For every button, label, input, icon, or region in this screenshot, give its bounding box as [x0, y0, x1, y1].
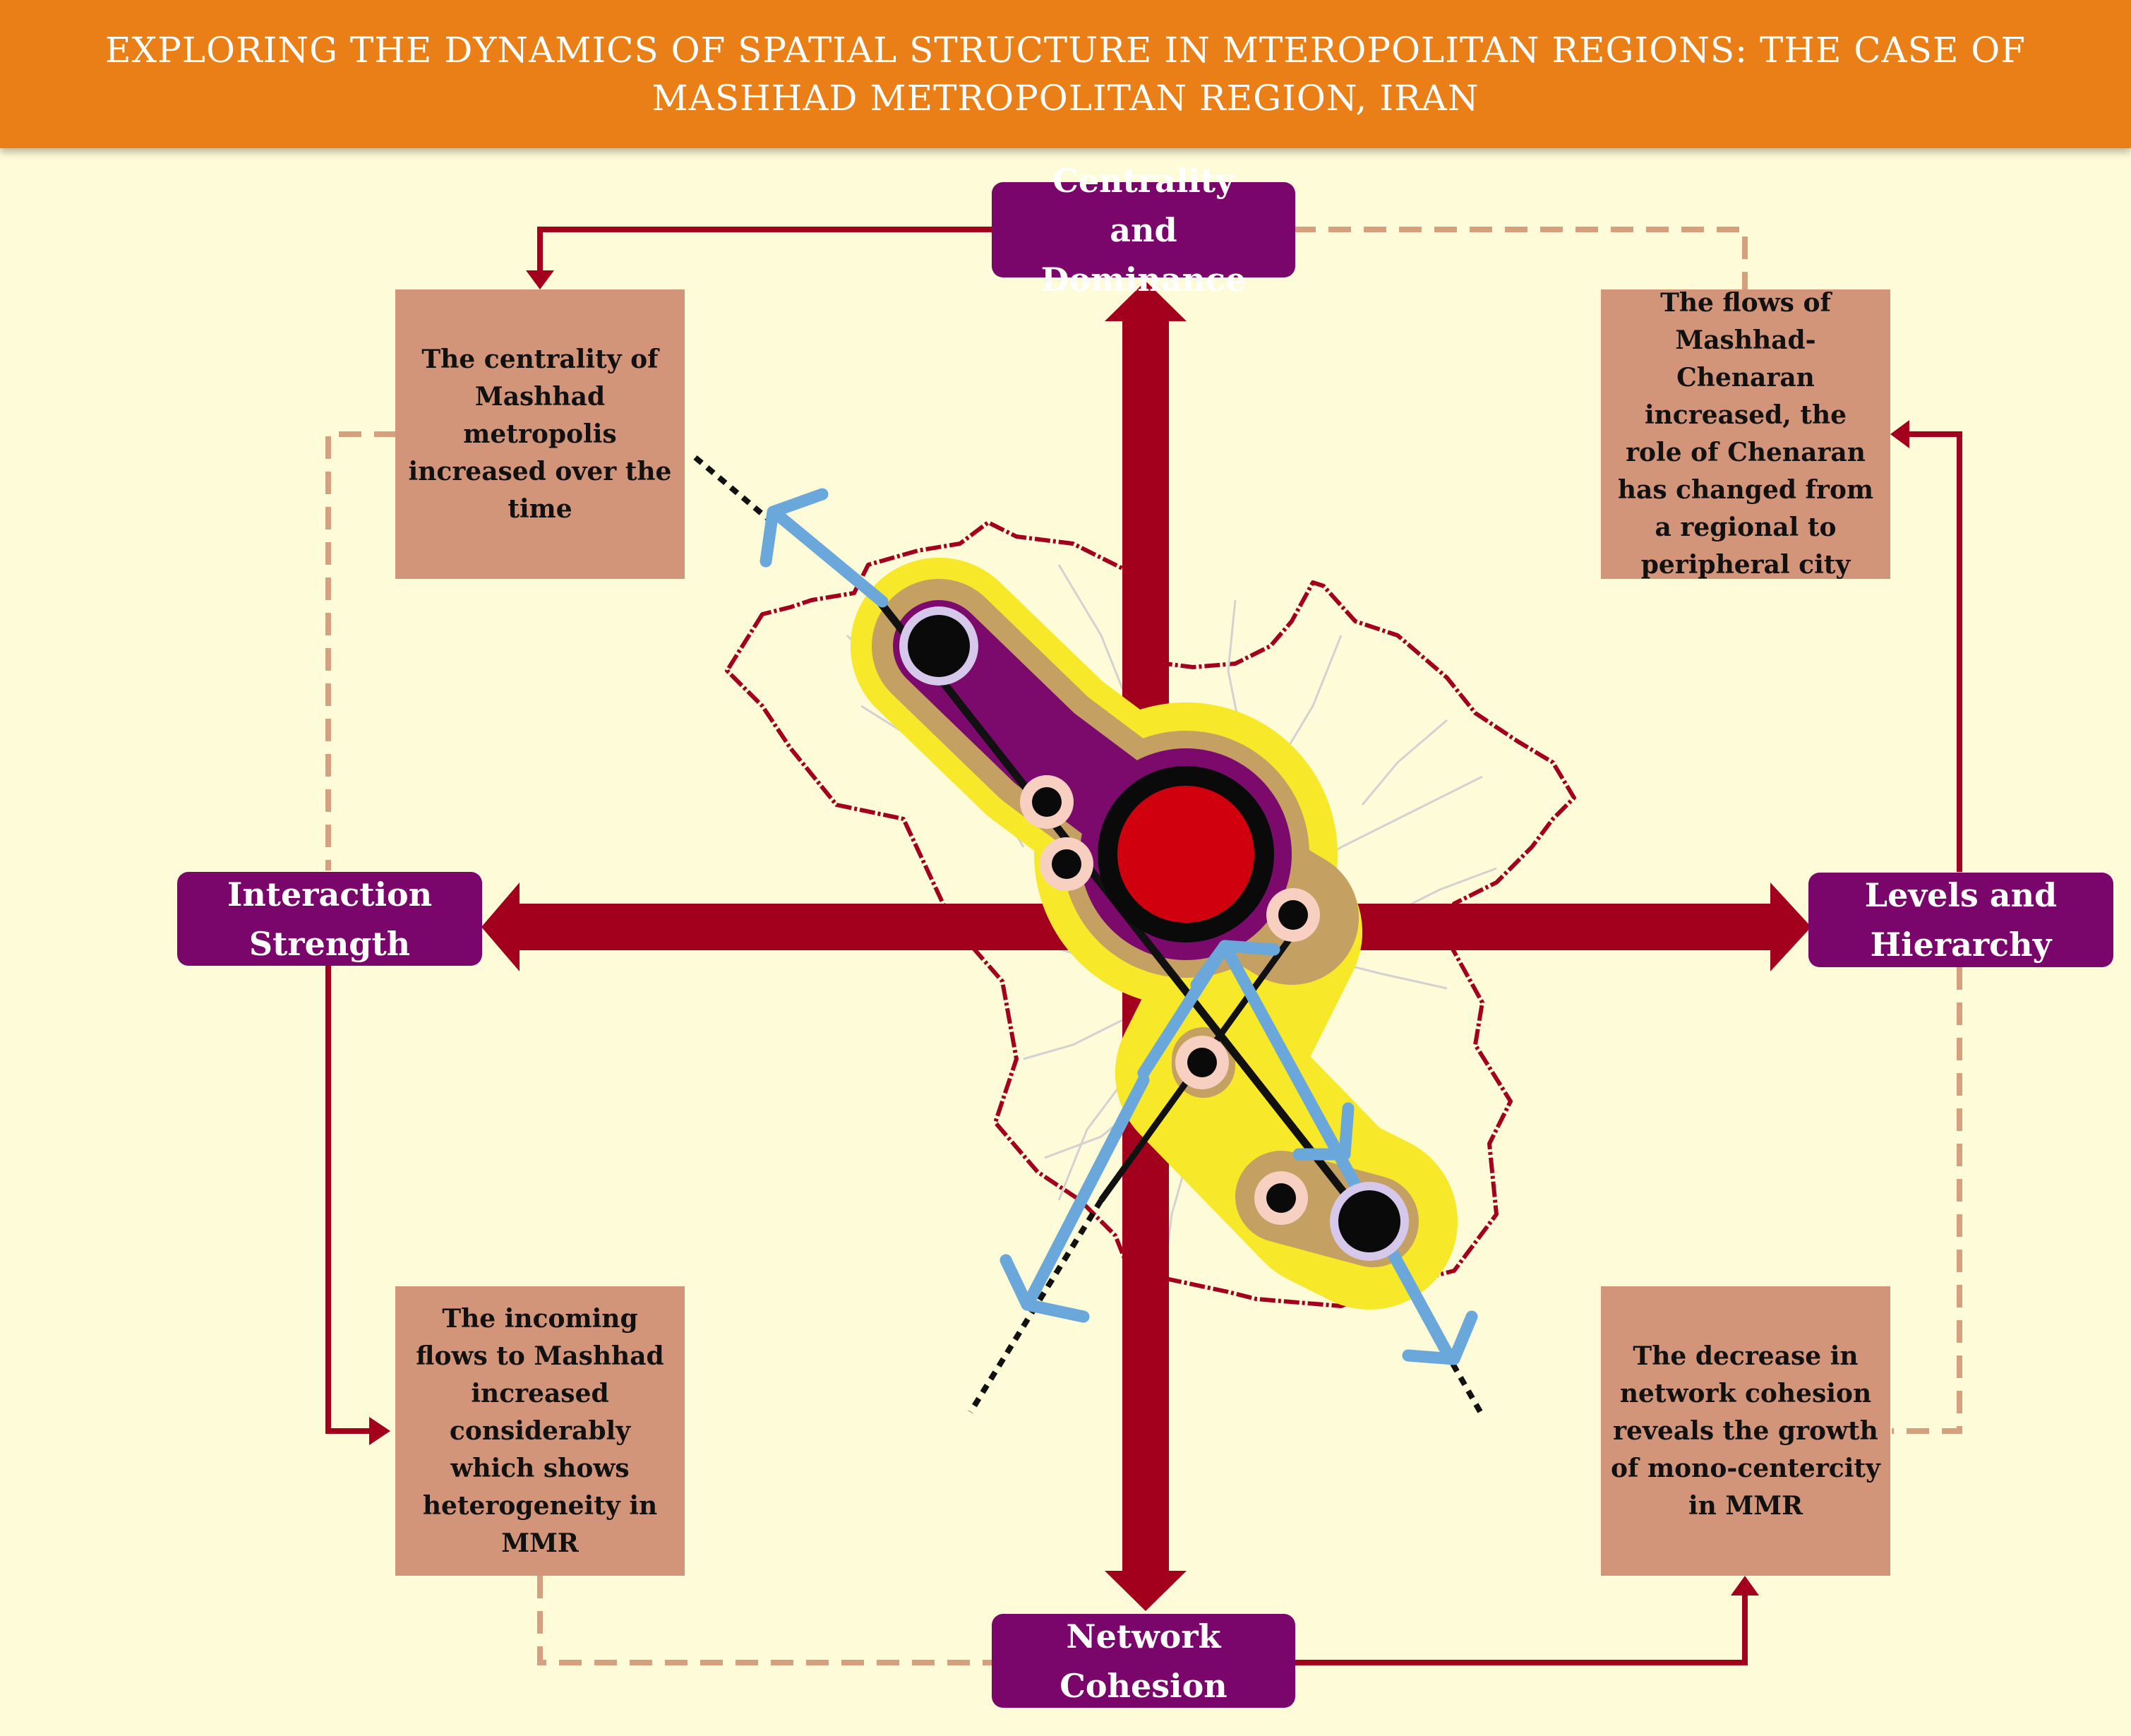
finding-incoming-flows: The incoming flows to Mashhad increased … [395, 1286, 685, 1576]
core-city [1117, 786, 1254, 923]
flow-arrow-se-head [1402, 1310, 1478, 1365]
concept-network-cohesion: Network Cohesion [992, 1614, 1295, 1708]
title-banner: EXPLORING THE DYNAMICS OF SPATIAL STRUCT… [0, 0, 2131, 148]
flow-arrow-nw [774, 510, 889, 608]
flow-arrows [760, 488, 1478, 1365]
connectors [325, 227, 1962, 1665]
page-title: EXPLORING THE DYNAMICS OF SPATIAL STRUCT… [105, 30, 2026, 119]
dashed-connector-left [325, 431, 397, 870]
connector-arrowhead [1731, 1576, 1759, 1596]
concept-interaction-strength: Interaction Strength [177, 872, 482, 966]
arrow-right-head [1770, 882, 1811, 971]
connector-arrowhead [526, 270, 554, 289]
region-boundary [725, 520, 1576, 1308]
arrow-up-head [1105, 281, 1187, 321]
connector-interaction-to-finding [325, 966, 373, 1434]
concept-levels-hierarchy: Levels and Hierarchy [1808, 873, 2113, 967]
city-nodes [899, 606, 1409, 1261]
connector-levels-to-finding [1906, 431, 1962, 872]
finding-network-cohesion: The decrease in network cohesion reveals… [1601, 1286, 1890, 1576]
flow-arrow-sw-head [1000, 1254, 1090, 1323]
connector-arrowhead [369, 1417, 390, 1445]
flow-arrow-nw-head [760, 488, 829, 568]
dashed-connector-top-right [1293, 227, 1748, 289]
concept-centrality-dominance: Centrality and Dominance [992, 162, 1295, 299]
finding-chenaran-flows: The flows of Mashhad-Chenaran increased,… [1601, 288, 1890, 580]
arrow-down-head [1105, 1571, 1187, 1611]
connector-centrality-to-finding [537, 227, 995, 274]
arrow-left-head [481, 882, 520, 971]
dashed-connector-right [1892, 967, 1962, 1434]
dashed-connector-bottom-left [537, 1576, 992, 1665]
flow-arrow-se-mid-head [1292, 1102, 1355, 1161]
dotted-line-nw [693, 455, 779, 529]
finding-centrality: The centrality of Mashhad metropolis inc… [395, 289, 685, 579]
flow-arrow-ne-head [1190, 940, 1280, 991]
connector-arrowhead [1890, 420, 1909, 448]
flow-arrow-sw [1024, 1074, 1150, 1305]
connector-cohesion-to-finding [1295, 1592, 1748, 1665]
